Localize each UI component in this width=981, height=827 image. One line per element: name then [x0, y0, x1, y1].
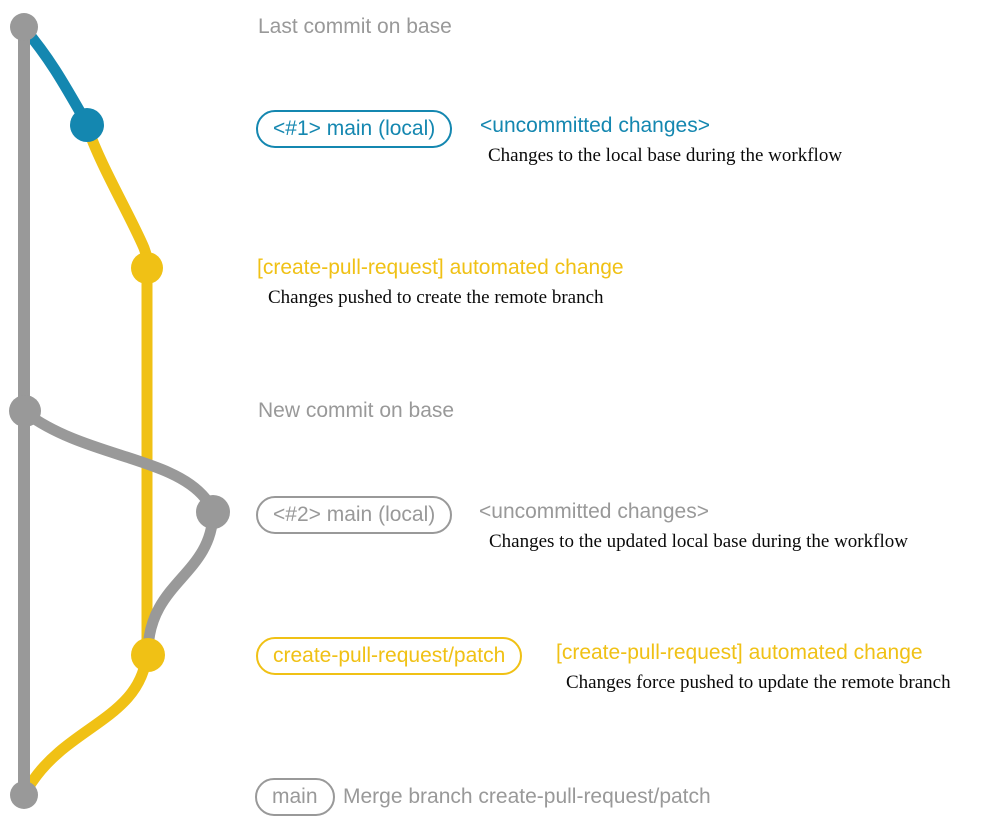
- commit-dot-uncommitted-2: [196, 495, 230, 529]
- annotation-force-pushed-update-branch: Changes force pushed to update the remot…: [566, 672, 951, 693]
- base-update-curve-out: [20, 407, 219, 522]
- commit-dot-last-base: [10, 13, 38, 41]
- base-update-curve-in: [142, 508, 219, 656]
- branch-badge-create-pull-request-patch: create-pull-request/patch: [256, 637, 523, 675]
- commit-dot-new-base: [9, 395, 41, 427]
- remote-branch-out-curve: [81, 120, 153, 276]
- commit-message-automated-change-2: [create-pull-request] automated change: [556, 641, 923, 664]
- remote-branch-merge-curve: [18, 646, 153, 800]
- local-branch-curve: [18, 22, 93, 130]
- annotation-pushed-create-branch: Changes pushed to create the remote bran…: [268, 287, 604, 308]
- commit-message-uncommitted-1: <uncommitted changes>: [480, 114, 710, 137]
- commit-message-merge-branch: Merge branch create-pull-request/patch: [343, 785, 711, 808]
- commit-dot-automated-change-1: [131, 252, 163, 284]
- commit-message-automated-change-1: [create-pull-request] automated change: [257, 256, 624, 279]
- annotation-local-base-changes: Changes to the local base during the wor…: [488, 145, 843, 166]
- commit-dot-uncommitted-1: [70, 108, 104, 142]
- branch-badge-main: main: [255, 778, 335, 816]
- commit-dot-merge: [10, 781, 38, 809]
- branch-badge-main-local-2: <#2> main (local): [256, 496, 453, 534]
- annotation-last-commit-on-base: Last commit on base: [258, 15, 452, 38]
- annotation-updated-local-base-changes: Changes to the updated local base during…: [489, 531, 908, 552]
- commit-dot-automated-change-2: [131, 638, 165, 672]
- commit-message-uncommitted-2: <uncommitted changes>: [479, 500, 709, 523]
- annotation-new-commit-on-base: New commit on base: [258, 399, 455, 422]
- branch-badge-main-local-1: <#1> main (local): [256, 110, 453, 148]
